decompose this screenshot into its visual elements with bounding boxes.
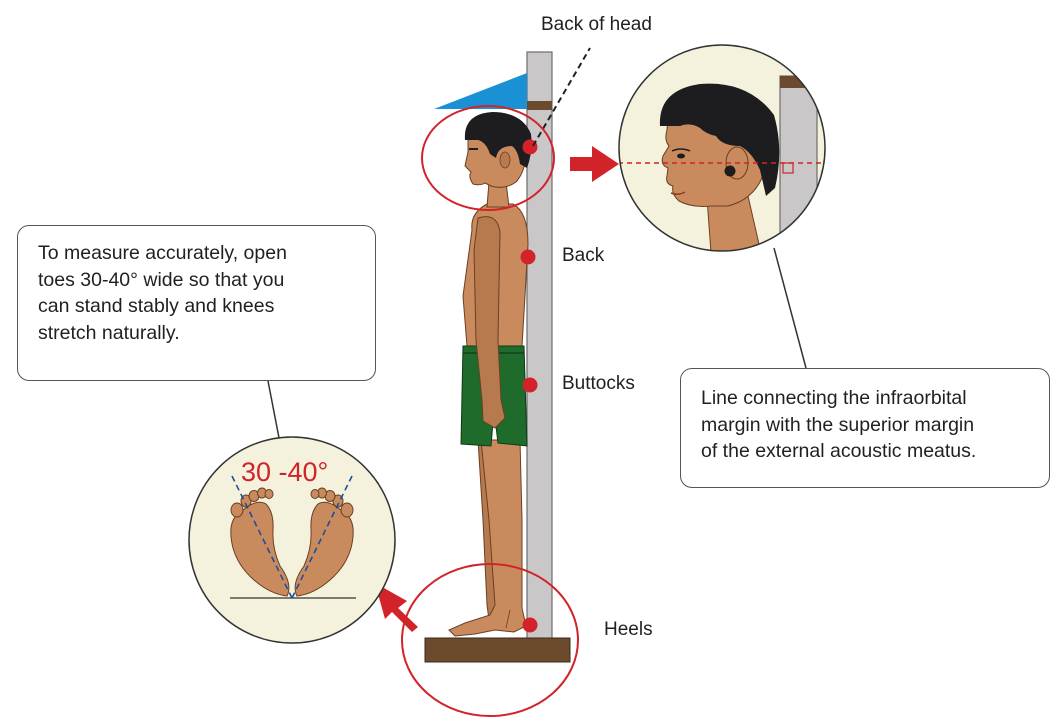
label-back: Back bbox=[562, 245, 604, 267]
stance-note-line: stretch naturally. bbox=[38, 320, 375, 347]
stance-note-line: toes 30-40° wide so that you bbox=[38, 267, 375, 294]
head-line-note-line: margin with the superior margin bbox=[701, 412, 1049, 439]
stance-note-line: To measure accurately, open bbox=[38, 240, 375, 267]
head-line-note: Line connecting the infraorbital margin … bbox=[680, 368, 1050, 488]
stance-note: To measure accurately, open toes 30-40° … bbox=[17, 225, 376, 381]
base-board bbox=[425, 638, 570, 662]
label-buttocks: Buttocks bbox=[562, 373, 635, 395]
headpiece bbox=[434, 73, 527, 109]
label-heels: Heels bbox=[604, 619, 653, 641]
head-note-connector bbox=[774, 248, 806, 368]
head-line-note-line: Line connecting the infraorbital bbox=[701, 385, 1049, 412]
angle-label: 30 -40° bbox=[241, 457, 328, 488]
buttocks-point bbox=[523, 378, 538, 393]
stance-note-line: can stand stably and knees bbox=[38, 293, 375, 320]
stance-note-connector bbox=[268, 381, 280, 443]
back-point bbox=[521, 250, 536, 265]
label-back-of-head: Back of head bbox=[541, 14, 652, 36]
heels-point bbox=[523, 618, 538, 633]
head-closeup-inset bbox=[618, 45, 828, 276]
standing-person bbox=[449, 112, 532, 636]
arrow-right-icon bbox=[570, 146, 619, 182]
head-line-note-line: of the external acoustic meatus. bbox=[701, 438, 1049, 465]
